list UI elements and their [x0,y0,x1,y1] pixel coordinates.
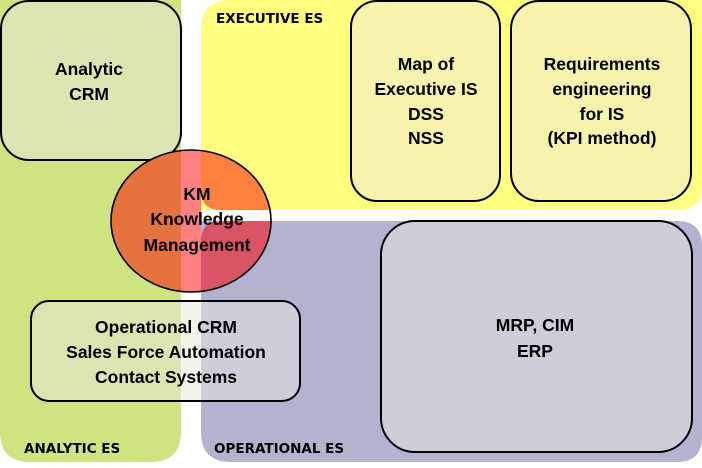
km-line: Management [144,235,251,255]
operational-crm-line: Contact Systems [95,367,237,387]
operational-crm-text: Operational CRM Sales Force Automation C… [66,317,266,387]
analytic-crm-text: Analytic CRM [55,59,123,104]
km-line: KM [183,184,210,204]
requirements-line: for IS [580,104,625,124]
km-line: Knowledge [150,209,244,229]
operational-es-label: OPERATIONAL ES [214,441,344,457]
requirements-text: Requirements engineering for IS (KPI met… [544,54,661,148]
executive-map-line: Executive IS [374,79,477,99]
executive-es-label: EXECUTIVE ES [216,11,323,27]
km-text: KM Knowledge Management [144,184,251,255]
erp-text: MRP, CIM ERP [496,315,574,361]
erp-line: ERP [517,341,553,361]
executive-map-line: DSS [408,104,444,124]
executive-map-text: Map of Executive IS DSS NSS [374,54,477,148]
requirements-engineering-box [510,0,692,202]
executive-map-line: Map of [398,54,455,74]
requirements-line: engineering [552,79,651,99]
erp-line: MRP, CIM [496,315,574,335]
requirements-line: (KPI method) [548,128,657,148]
analytic-es-label: ANALYTIC ES [24,441,120,457]
mrp-cim-erp-box [380,220,693,453]
requirements-line: Requirements [544,54,661,74]
operational-crm-line: Sales Force Automation [66,342,266,362]
executive-map-line: NSS [408,128,444,148]
operational-crm-line: Operational CRM [95,317,237,337]
executive-is-map-box [350,0,501,202]
analytic-crm-line: Analytic [55,59,123,79]
analytic-crm-box [0,0,182,161]
analytic-crm-line: CRM [69,84,109,104]
operational-crm-box [30,300,301,402]
